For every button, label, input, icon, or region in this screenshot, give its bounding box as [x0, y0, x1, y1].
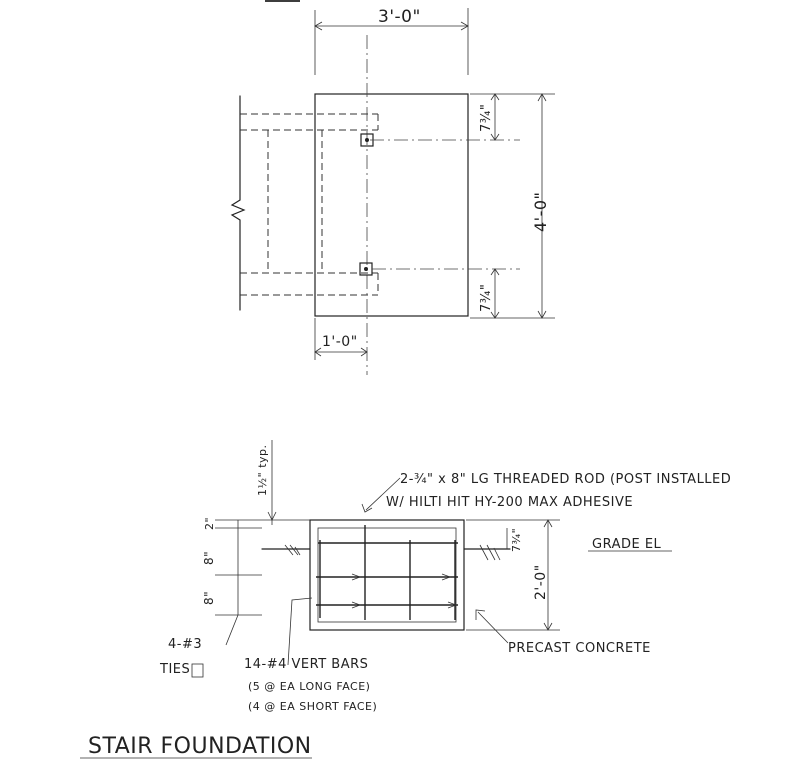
tie-arrow-4	[447, 601, 458, 609]
tie-arrow-1	[351, 573, 362, 581]
concrete-leader-arrow	[475, 609, 486, 620]
arrow-offset-top-b	[490, 133, 500, 141]
rod-note-line1: 2-¾" x 8" LG THREADED ROD (POST INSTALLE…	[400, 472, 731, 487]
plan-top-offset-dim: 7¾"	[479, 104, 494, 132]
ties-leader	[225, 614, 239, 646]
tie-arrow-2	[441, 573, 452, 581]
arrow-offset-bottom-a	[490, 268, 500, 276]
depth-arrow-top	[543, 519, 553, 528]
arrow-right	[460, 21, 469, 31]
bars-note-3: (4 @ EA SHORT FACE)	[248, 700, 377, 713]
bars-leader	[287, 597, 313, 666]
ties-label-1: 4-#3	[168, 637, 202, 652]
bars-note-1: 14-#4 VERT BARS	[244, 657, 368, 672]
footing-section-outer	[309, 519, 465, 631]
grade-label: GRADE EL	[592, 537, 662, 552]
section-left-dim-2: 8"	[202, 551, 216, 565]
section-left-dim-3: 8"	[202, 591, 216, 605]
anchor-rod-bottom	[364, 267, 368, 271]
section-depth-dim: 2'-0"	[533, 564, 549, 600]
anchor-rod-top	[365, 138, 369, 142]
footing-plan-outline	[314, 93, 469, 317]
depth-arrow-bottom	[543, 622, 553, 631]
arrow-lo-a	[314, 347, 322, 357]
drawing-title: STAIR FOUNDATION	[88, 734, 312, 759]
concrete-leader	[477, 611, 509, 644]
rod-leader-arrow	[361, 503, 373, 513]
plan-view: 3'-0" 4'-0" 7¾"	[230, 0, 555, 375]
arrow-down	[537, 310, 547, 319]
section-top-dim: 1½" typ.	[256, 444, 269, 496]
tie-symbol	[191, 663, 204, 678]
tie-arrow-3	[351, 601, 362, 609]
plan-height-dim: 4'-0"	[531, 192, 550, 232]
plan-width-dim: 3'-0"	[378, 7, 421, 27]
ties-label-2: TIES	[159, 662, 190, 677]
arrow-left	[314, 21, 323, 31]
concrete-label: PRECAST CONCRETE	[508, 641, 651, 656]
rod-note-line2: W/ HILTI HIT HY-200 MAX ADHESIVE	[386, 495, 633, 510]
plan-left-offset-dim: 1'-0"	[322, 334, 358, 350]
section-view: 1½" typ. 2" 8" 8" 7¾" 2'-0" 2-¾" x 8" LG…	[159, 440, 731, 713]
footing-section-inner	[317, 527, 457, 623]
arrow-lo-b	[360, 347, 368, 357]
grade-hatch-right	[479, 544, 501, 561]
section-right-small-dim: 7¾"	[510, 528, 523, 552]
grade-hatch-left	[284, 544, 301, 556]
arrow-offset-top-a	[490, 93, 500, 101]
bars-note-2: (5 @ EA LONG FACE)	[248, 680, 370, 693]
rod-leader	[365, 477, 401, 511]
arrow-offset-bottom-b	[490, 311, 500, 319]
section-left-dim-1: 2"	[203, 517, 216, 530]
break-line	[230, 95, 246, 311]
plan-bottom-offset-dim: 7¾"	[479, 284, 494, 312]
arrow-up	[537, 93, 547, 102]
